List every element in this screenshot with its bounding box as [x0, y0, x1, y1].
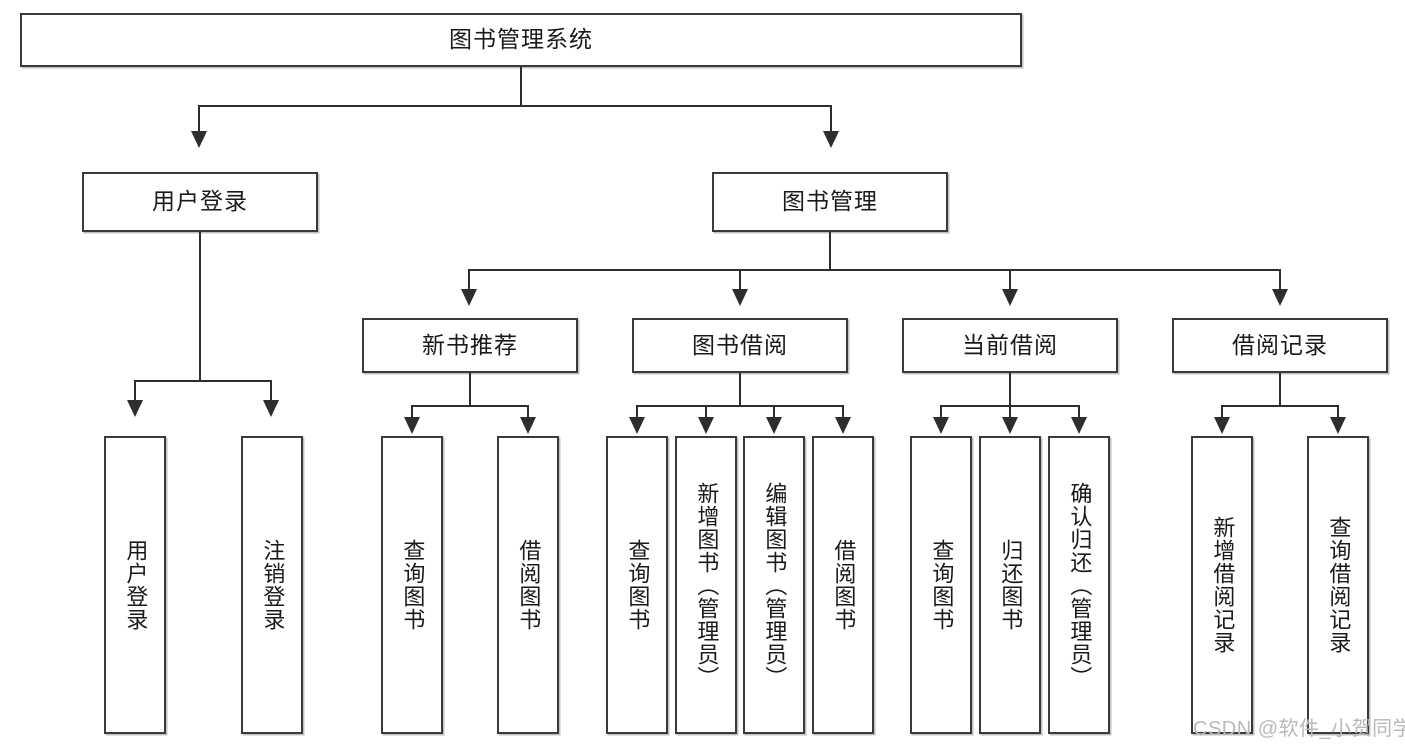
node-label: 新增图书（管理员） [694, 481, 720, 689]
arrow-book-borrow-to-edit [766, 417, 782, 434]
arrow-book-manage-to-book-borrow [732, 289, 748, 306]
node-label: 图书管理 [782, 188, 878, 215]
node-leaf-add-book[interactable]: 新增图书（管理员） [675, 436, 737, 734]
connector-user-login-bus [134, 380, 271, 382]
node-leaf-return-book[interactable]: 归还图书 [979, 436, 1041, 734]
arrow-root-to-book-manage [823, 131, 839, 148]
connector-new-book-bus [411, 405, 529, 407]
node-leaf-query-book-3[interactable]: 查询图书 [910, 436, 972, 734]
connector-book-borrow-bus [636, 405, 844, 407]
node-label: 新增借阅记录 [1210, 516, 1236, 654]
connector-user-login-to-leaf-login [134, 380, 136, 402]
node-label: 借阅图书 [831, 539, 857, 631]
node-label: 新书推荐 [422, 331, 518, 358]
arrow-book-borrow-to-add [698, 417, 714, 434]
node-user-login[interactable]: 用户登录 [82, 172, 318, 232]
node-label: 用户登录 [123, 539, 149, 631]
node-label: 查询图书 [400, 539, 426, 631]
connector-root-stem [520, 67, 522, 106]
connector-book-manage-to-book-borrow [739, 269, 741, 291]
arrow-current-borrow-to-confirm [1071, 417, 1087, 434]
connector-book-manage-to-new-book [468, 269, 470, 291]
connector-book-manage-to-borrow-record [1279, 269, 1281, 291]
connector-book-manage-stem [829, 232, 831, 271]
connector-book-borrow-to-add [705, 405, 707, 419]
node-label: 图书借阅 [692, 331, 788, 358]
node-label: 编辑图书（管理员） [762, 481, 788, 689]
node-label: 借阅记录 [1232, 331, 1328, 358]
node-leaf-confirm-return[interactable]: 确认归还（管理员） [1048, 436, 1110, 734]
connector-new-book-stem [469, 373, 471, 407]
node-label: 查询借阅记录 [1326, 516, 1352, 654]
node-label: 用户登录 [152, 188, 248, 215]
connector-root-bus [198, 105, 832, 107]
node-new-book-recommend[interactable]: 新书推荐 [362, 318, 578, 373]
connector-user-login-stem [199, 232, 201, 382]
connector-book-manage-bus [468, 269, 1280, 271]
arrow-current-borrow-to-query [933, 417, 949, 434]
connector-borrow-record-stem [1279, 373, 1281, 407]
connector-borrow-record-to-add [1221, 405, 1223, 419]
connector-book-borrow-to-edit [773, 405, 775, 419]
arrow-book-manage-to-new-book [461, 289, 477, 306]
connector-current-borrow-to-return [1009, 405, 1011, 419]
arrow-book-manage-to-current-borrow [1002, 289, 1018, 306]
arrow-current-borrow-to-return [1002, 417, 1018, 434]
node-book-manage[interactable]: 图书管理 [712, 172, 948, 232]
connector-book-borrow-stem [739, 373, 741, 407]
node-leaf-query-book-1[interactable]: 查询图书 [381, 436, 443, 734]
arrow-user-login-to-leaf-logout [263, 400, 279, 417]
connector-current-borrow-to-confirm [1078, 405, 1080, 419]
arrow-root-to-user-login [191, 131, 207, 148]
node-leaf-query-record[interactable]: 查询借阅记录 [1307, 436, 1369, 734]
node-label: 注销登录 [260, 539, 286, 631]
arrow-new-book-to-borrow [520, 417, 536, 434]
node-label: 借阅图书 [516, 539, 542, 631]
node-leaf-borrow-book-2[interactable]: 借阅图书 [812, 436, 874, 734]
node-root-book-management-system[interactable]: 图书管理系统 [20, 13, 1022, 67]
node-label: 归还图书 [998, 539, 1024, 631]
connector-root-to-book-manage [830, 105, 832, 133]
arrow-book-borrow-to-borrow [835, 417, 851, 434]
connector-book-manage-to-current-borrow [1009, 269, 1011, 291]
arrow-borrow-record-to-query [1330, 417, 1346, 434]
connector-borrow-record-bus [1221, 405, 1339, 407]
node-leaf-borrow-book-1[interactable]: 借阅图书 [497, 436, 559, 734]
arrow-new-book-to-query [404, 417, 420, 434]
node-leaf-query-book-2[interactable]: 查询图书 [606, 436, 668, 734]
node-leaf-logout[interactable]: 注销登录 [241, 436, 303, 734]
node-label: 查询图书 [625, 539, 651, 631]
node-current-borrow[interactable]: 当前借阅 [902, 318, 1118, 373]
arrow-book-borrow-to-query [629, 417, 645, 434]
node-book-borrow[interactable]: 图书借阅 [632, 318, 848, 373]
node-label: 查询图书 [929, 539, 955, 631]
connector-new-book-to-query [411, 405, 413, 419]
connector-current-borrow-stem [1009, 373, 1011, 407]
node-label: 确认归还（管理员） [1067, 481, 1093, 689]
node-leaf-user-login[interactable]: 用户登录 [104, 436, 166, 734]
connector-root-to-user-login [198, 105, 200, 133]
connector-borrow-record-to-query [1337, 405, 1339, 419]
node-leaf-add-record[interactable]: 新增借阅记录 [1191, 436, 1253, 734]
node-borrow-record[interactable]: 借阅记录 [1172, 318, 1388, 373]
connector-user-login-to-leaf-logout [270, 380, 272, 402]
arrow-user-login-to-leaf-login [127, 400, 143, 417]
connector-current-borrow-to-query [940, 405, 942, 419]
node-leaf-edit-book[interactable]: 编辑图书（管理员） [743, 436, 805, 734]
connector-book-borrow-to-borrow [842, 405, 844, 419]
connector-book-borrow-to-query [636, 405, 638, 419]
arrow-book-manage-to-borrow-record [1272, 289, 1288, 306]
node-label: 图书管理系统 [449, 26, 593, 53]
arrow-borrow-record-to-add [1214, 417, 1230, 434]
node-label: 当前借阅 [962, 331, 1058, 358]
connector-new-book-to-borrow [527, 405, 529, 419]
